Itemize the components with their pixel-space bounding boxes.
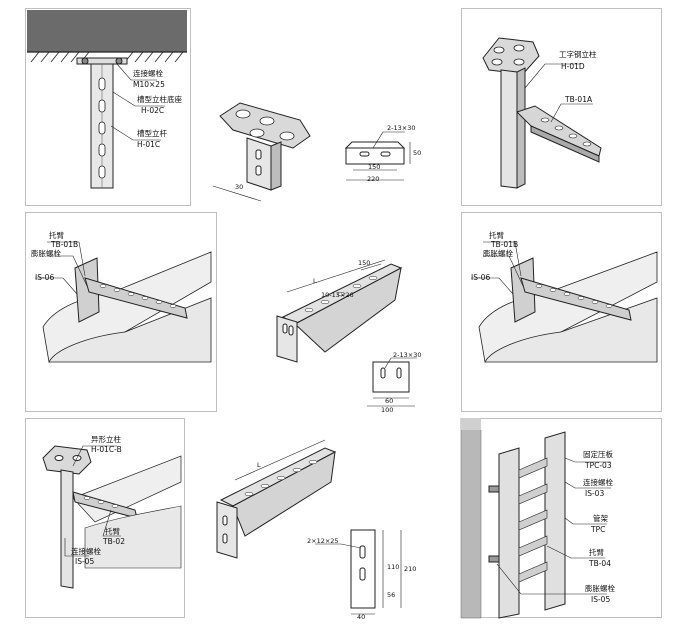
label-expansion-bolt-code: IS-05 xyxy=(591,595,611,604)
dim-length: L xyxy=(257,461,261,469)
label-bracket-code: TB-04 xyxy=(589,559,611,568)
label-channel-column-code: H-01C xyxy=(137,140,161,149)
label-bracket-code: TB-02 xyxy=(103,537,125,546)
dim-150: 150 xyxy=(368,163,381,171)
dim-length: L xyxy=(313,277,317,285)
label-i-beam-column: 工字钢立柱 xyxy=(559,50,597,59)
panel-special-column: 异形立柱 H-01C-B 托臂 TB-02 连接螺栓 IS-05 L 2×12×… xyxy=(25,418,455,621)
label-expansion-bolt: 膨胀螺栓 xyxy=(585,584,615,593)
dim-slot: 2-13×30 xyxy=(387,124,416,132)
label-fixing-plate-code: TPC-03 xyxy=(585,461,612,470)
dim-slot: 2×12×25 xyxy=(307,537,339,545)
label-column-base-code: H-02C xyxy=(141,106,165,115)
label-bracket: 托臂 xyxy=(49,231,64,240)
label-channel-column: 槽型立杆 xyxy=(137,129,167,138)
dim-150: 150 xyxy=(358,259,371,267)
panel-frame xyxy=(461,212,662,412)
panel-frame xyxy=(25,212,217,412)
label-bracket: 托臂 xyxy=(589,548,604,557)
i-beam-drawing xyxy=(482,37,602,189)
dim-60: 60 xyxy=(385,397,394,405)
dim-220: 220 xyxy=(367,175,380,183)
panel-frame xyxy=(461,8,662,206)
label-connect-bolt-code: IS-05 xyxy=(75,557,95,566)
dim-30: 30 xyxy=(235,183,244,191)
label-connect-bolt: 连接螺栓 xyxy=(71,547,101,556)
label-special-column: 异形立柱 xyxy=(91,435,121,444)
label-connect-bolt: 连接螺栓 xyxy=(133,69,163,78)
column-base-drawing xyxy=(27,10,411,202)
panel-i-beam-column: 工字钢立柱 H-01D TB-01A xyxy=(461,8,662,208)
label-expansion-bolt: 膨胀螺栓 xyxy=(31,249,61,258)
label-bracket-code: TB-01B xyxy=(51,240,79,249)
dim-210: 210 xyxy=(404,565,417,573)
label-bracket-code: TB-01B xyxy=(491,240,519,249)
label-expansion-bolt: 膨胀螺栓 xyxy=(483,249,513,258)
label-bracket: 托臂 xyxy=(489,231,504,240)
label-special-column-code: H-01C-B xyxy=(91,445,122,454)
dim-110: 110 xyxy=(387,563,400,571)
label-connect-bolt-code: M10×25 xyxy=(133,80,165,89)
label-fixing-plate: 固定压板 xyxy=(583,450,613,459)
label-connect-bolt: 连接螺栓 xyxy=(583,478,613,487)
panel-ladder-tray: 固定压板 TPC-03 连接螺栓 IS-03 管架 TPC 托臂 TB-04 膨… xyxy=(460,417,662,620)
panel-wall-bracket: 托臂 TB-01B 膨胀螺栓 IS-06 L 150 10-13×26 2-13… xyxy=(25,212,455,414)
label-connect-bolt-code: IS-03 xyxy=(585,489,605,498)
label-bracket: 托臂 xyxy=(105,527,120,536)
special-column-drawing xyxy=(42,439,402,615)
ladder-tray-drawing xyxy=(460,417,611,619)
label-expansion-bolt-code: IS-06 xyxy=(35,273,55,282)
panel-frame xyxy=(25,8,191,206)
panel-channel-column-base: 连接螺栓 M10×25 槽型立柱底座 H-02C 槽型立杆 H-01C 2-13… xyxy=(25,8,455,208)
label-expansion-bolt-code: IS-06 xyxy=(471,273,491,282)
label-column-base: 槽型立柱底座 xyxy=(137,95,182,104)
dim-56: 56 xyxy=(387,591,396,599)
wall-bracket-drawing xyxy=(35,241,417,407)
label-pipe-rack: 管架 xyxy=(593,514,608,523)
dim-100: 100 xyxy=(381,406,394,414)
dim-50: 50 xyxy=(413,149,422,157)
dim-40: 40 xyxy=(357,613,366,621)
wall-bracket-right-drawing xyxy=(471,241,658,363)
panel-wall-bracket-right: 托臂 TB-01B 膨胀螺栓 IS-06 xyxy=(461,212,662,414)
label-pipe-rack-code: TPC xyxy=(591,525,606,534)
dim-end-slot: 2-13×30 xyxy=(393,351,422,359)
label-bracket-code: TB-01A xyxy=(565,95,593,104)
panel-frame xyxy=(25,418,185,618)
dim-slot-row: 10-13×26 xyxy=(321,291,354,299)
label-i-beam-code: H-01D xyxy=(561,62,585,71)
